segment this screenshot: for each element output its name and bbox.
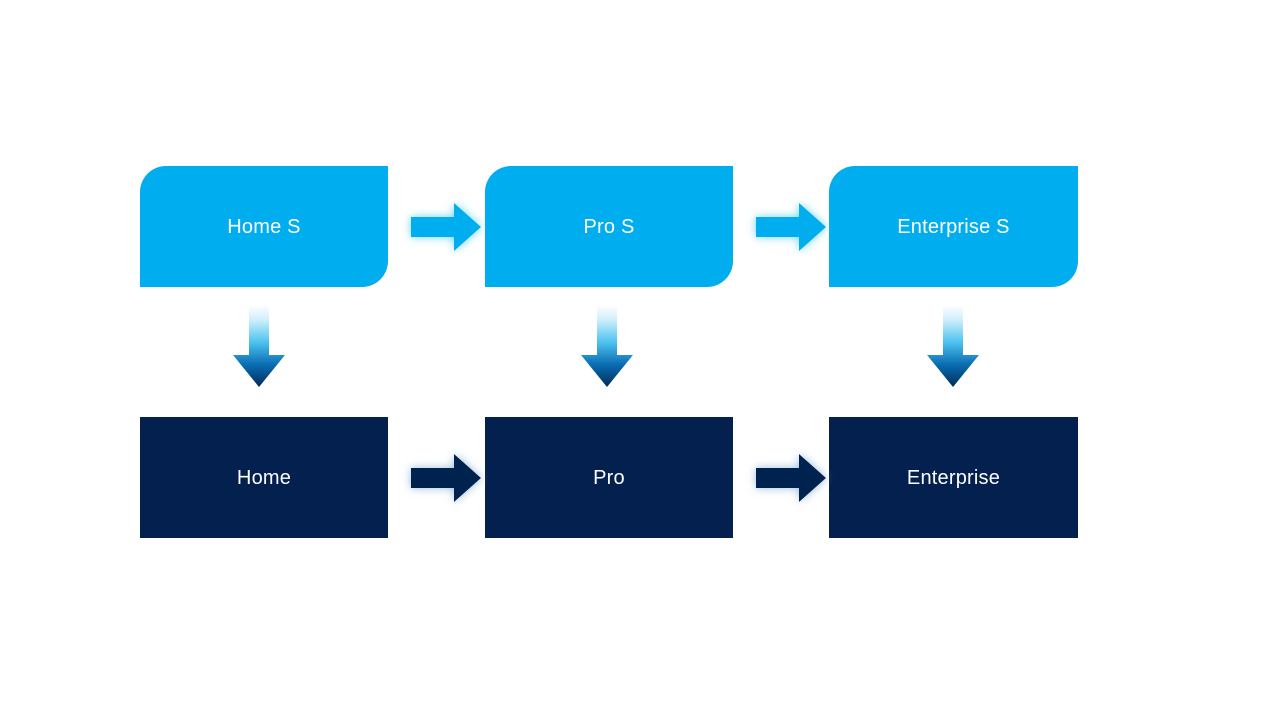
node-home-s-label: Home S	[227, 215, 301, 238]
arrow-home-to-pro	[405, 449, 487, 507]
right-arrow-icon	[756, 454, 826, 502]
right-arrow-icon	[411, 454, 481, 502]
arrow-home-s-to-home	[228, 305, 290, 390]
arrow-pro-s-to-enterprise-s	[750, 198, 832, 256]
node-home[interactable]: Home	[140, 417, 388, 538]
node-pro-s-label: Pro S	[583, 215, 635, 238]
node-enterprise[interactable]: Enterprise	[829, 417, 1078, 538]
node-pro-s[interactable]: Pro S	[485, 166, 733, 287]
node-home-s[interactable]: Home S	[140, 166, 388, 287]
right-arrow-icon	[756, 203, 826, 251]
node-enterprise-label: Enterprise	[906, 466, 1001, 489]
node-pro[interactable]: Pro	[485, 417, 733, 538]
down-arrow-icon	[581, 305, 633, 387]
node-home-label: Home	[236, 466, 292, 489]
right-arrow-icon	[411, 203, 481, 251]
down-arrow-icon	[233, 305, 285, 387]
node-enterprise-s[interactable]: Enterprise S	[829, 166, 1078, 287]
arrow-pro-s-to-pro	[576, 305, 638, 390]
arrow-pro-to-enterprise	[750, 449, 832, 507]
arrow-enterprise-s-to-enterprise	[922, 305, 984, 390]
node-pro-label: Pro	[593, 466, 625, 489]
arrow-home-s-to-pro-s	[405, 198, 487, 256]
down-arrow-icon	[927, 305, 979, 387]
node-enterprise-s-label: Enterprise S	[897, 215, 1010, 238]
